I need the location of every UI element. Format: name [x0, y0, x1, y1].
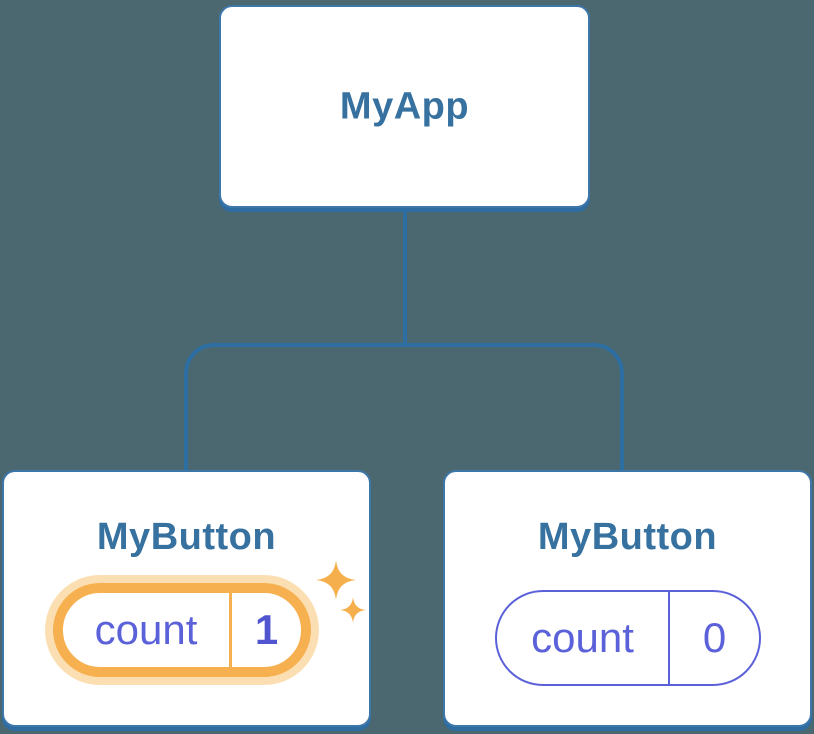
sparkle-icon	[340, 597, 366, 623]
sparkle-icon	[316, 560, 356, 600]
child-component-label: MyButton	[537, 516, 718, 558]
connector-branches	[184, 343, 624, 471]
root-component-card: MyApp	[219, 5, 590, 208]
child-component-card-highlighted: MyButton count 1	[2, 470, 371, 727]
state-pill-highlighted: count 1	[53, 583, 311, 677]
state-value: 0	[702, 614, 727, 661]
state-key: count	[63, 593, 232, 667]
connector-stem	[403, 212, 407, 345]
root-component-label: MyApp	[339, 85, 470, 127]
state-value: 1	[254, 606, 279, 653]
state-pill: count 0	[495, 590, 761, 686]
child-component-label: MyButton	[96, 516, 277, 558]
state-key: count	[497, 592, 670, 684]
child-component-card-normal: MyButton count 0	[443, 470, 812, 727]
